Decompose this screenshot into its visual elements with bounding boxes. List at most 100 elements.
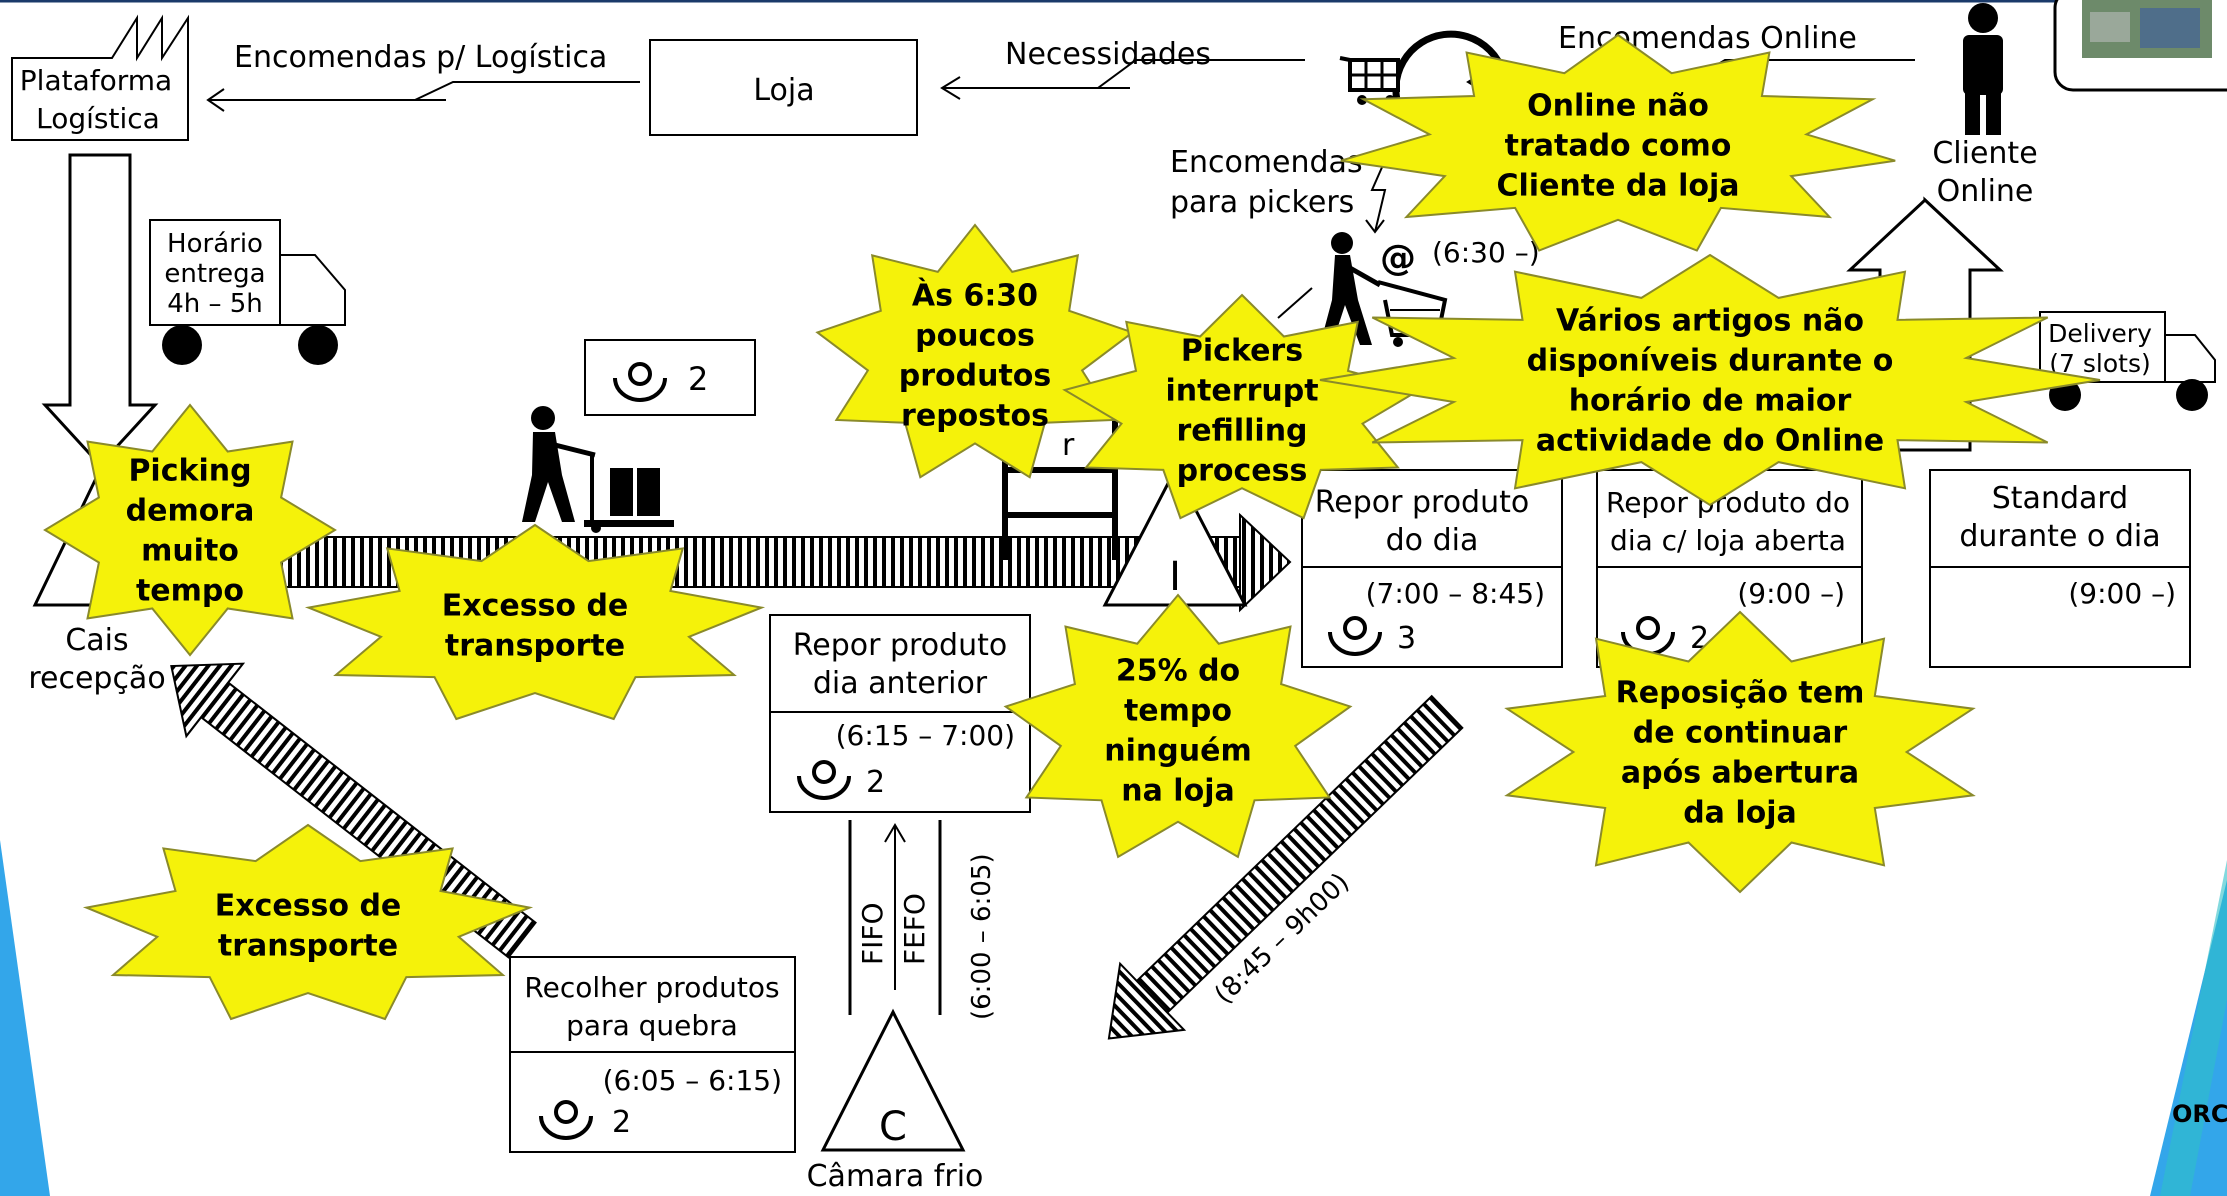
kaizen-burst-tempo-line: 25% do <box>1116 654 1240 689</box>
cliente-label-1: Cliente <box>1932 136 2037 171</box>
kaizen-burst-as-630-line: repostos <box>901 399 1049 434</box>
do-dia-title-2: do dia <box>1386 523 1479 558</box>
operator-count-small: 2 <box>688 360 708 398</box>
pallet-worker-icon <box>522 406 674 533</box>
corner-text: ORC <box>2172 1100 2227 1128</box>
shelf-partial-label: r <box>1062 428 1075 463</box>
fefo-label: FEFO <box>898 893 931 965</box>
inventory-letter: I <box>1169 554 1181 600</box>
kaizen-burst-excesso-2-line: transporte <box>218 929 398 964</box>
kaizen-burst-reposicao-line: da loja <box>1683 796 1797 831</box>
kaizen-burst-as-630-line: Às 6:30 <box>912 278 1038 314</box>
kaizen-burst-as-630 <box>815 223 1135 479</box>
horario-truck-icon <box>149 219 346 365</box>
kaizen-burst-picking-line: demora <box>126 494 255 529</box>
kaizen-burst-picking-line: tempo <box>136 574 244 609</box>
encomendas-pickers-label-2: para pickers <box>1170 185 1354 220</box>
pickers-info-arrow <box>1365 164 1387 234</box>
standard-title-2: durante o dia <box>1959 519 2160 554</box>
kaizen-burst-reposicao <box>1504 610 1976 894</box>
diag-arrow-recolher-cais <box>170 662 537 959</box>
process-do-dia <box>1301 469 1563 668</box>
info-arrow-necessidades <box>940 59 1305 100</box>
loja-aberta-title-2: dia c/ loja aberta <box>1610 524 1846 557</box>
do-dia-operators: 3 <box>1397 621 1416 656</box>
kaizen-burst-pickers-line: process <box>1177 454 1308 489</box>
kaizen-burst-online-line: Cliente da loja <box>1496 169 1739 204</box>
slide-accent-right-light <box>2160 860 2227 1196</box>
diag-arrow-camara <box>1107 694 1464 1040</box>
cliente-person-icon <box>1963 3 2003 135</box>
kaizen-burst-varios-line: actividade do Online <box>1536 424 1884 459</box>
kaizen-burst-picking <box>43 403 337 657</box>
cais-label-2: recepção <box>28 661 165 696</box>
process-standard <box>1929 469 2191 668</box>
kaizen-burst-picking-line: muito <box>141 534 239 569</box>
kaizen-burst-reposicao-line: após abertura <box>1621 756 1859 791</box>
kaizen-burst-pickers-line: interrupt <box>1165 374 1318 409</box>
kaizen-burst-excesso-2 <box>82 823 534 1021</box>
kaizen-burst-picking-line: Picking <box>128 454 251 489</box>
kaizen-burst-pickers <box>1062 293 1422 520</box>
do-dia-time: (7:00 – 8:45) <box>1366 577 1545 610</box>
delivery-label-2: (7 slots) <box>2049 349 2150 378</box>
kaizen-burst-pickers-line: refilling <box>1176 414 1307 449</box>
operator-box-small <box>584 339 756 416</box>
kaizen-burst-varios-line: disponíveis durante o <box>1527 344 1894 379</box>
operator-icon-small <box>613 362 667 402</box>
loja-box <box>649 39 918 136</box>
process-recolher <box>509 956 796 1153</box>
fifo-lane <box>848 820 942 1015</box>
recolher-time: (6:05 – 6:15) <box>603 1064 782 1097</box>
recolher-title-2: para quebra <box>566 1009 738 1042</box>
camara-letter: C <box>879 1104 907 1150</box>
loja-aberta-time: (9:00 –) <box>1737 577 1845 610</box>
slide-accent-left <box>0 840 50 1196</box>
kaizen-burst-tempo-line: ninguém <box>1104 734 1251 769</box>
necessidades-label: Necessidades <box>1005 37 1211 72</box>
plataforma-factory-icon <box>11 14 189 141</box>
kaizen-burst-varios-line: Vários artigos não <box>1556 304 1864 339</box>
kaizen-burst-as-630-line: produtos <box>899 359 1052 394</box>
picker-time: (6:30 –) <box>1432 236 1540 269</box>
main-push-arrow <box>159 512 1292 613</box>
kaizen-burst-excesso-1 <box>304 523 766 721</box>
encomendas-pickers-label-1: Encomendas <box>1170 145 1363 180</box>
camara-label: Câmara frio <box>807 1159 984 1194</box>
dia-anterior-time: (6:15 – 7:00) <box>836 719 1015 752</box>
camara-triangle <box>820 1008 966 1152</box>
horario-label-2: entrega <box>164 259 265 289</box>
standard-title-1: Standard <box>1992 481 2128 516</box>
picker-at-icon: @ <box>1380 238 1416 279</box>
kaizen-burst-online-line: tratado como <box>1505 129 1732 164</box>
encomendas-logistica-label: Encomendas p/ Logística <box>234 40 607 75</box>
photo-thumbnail <box>2053 0 2227 92</box>
plataforma-push-arrow <box>41 153 159 468</box>
cliente-label-2: Online <box>1937 174 2034 209</box>
kaizen-burst-excesso-2-line: Excesso de <box>215 889 402 924</box>
dia-anterior-title-2: dia anterior <box>813 666 988 701</box>
recolher-operators: 2 <box>612 1105 631 1140</box>
delivery-truck-icon <box>2039 311 2216 411</box>
recolher-title-1: Recolher produtos <box>524 971 779 1004</box>
kaizen-burst-excesso-1-line: Excesso de <box>442 589 629 624</box>
kaizen-burst-tempo-line: tempo <box>1124 694 1232 729</box>
kaizen-burst-online-line: Online não <box>1527 89 1709 124</box>
kaizen-burst-varios-line: horário de maior <box>1569 384 1852 419</box>
kaizen-burst-reposicao-line: Reposição tem <box>1616 676 1865 711</box>
fifo-time: (6:00 – 6:05) <box>967 853 997 1020</box>
info-arrow-logistica <box>206 81 640 112</box>
kaizen-burst-excesso-1-line: transporte <box>445 629 625 664</box>
dia-anterior-title-1: Repor produto <box>793 628 1007 663</box>
kaizen-burst-varios <box>1319 253 2101 507</box>
plataforma-label-2: Logística <box>36 102 160 135</box>
process-dia-anterior <box>769 614 1031 813</box>
kaizen-burst-reposicao-line: de continuar <box>1633 716 1848 751</box>
kaizen-burst-online <box>1340 33 1896 252</box>
kaizen-burst-as-630-line: poucos <box>915 319 1035 354</box>
do-dia-title-1: Repor produto <box>1315 485 1529 520</box>
plataforma-label-1: Plataforma <box>20 64 172 97</box>
